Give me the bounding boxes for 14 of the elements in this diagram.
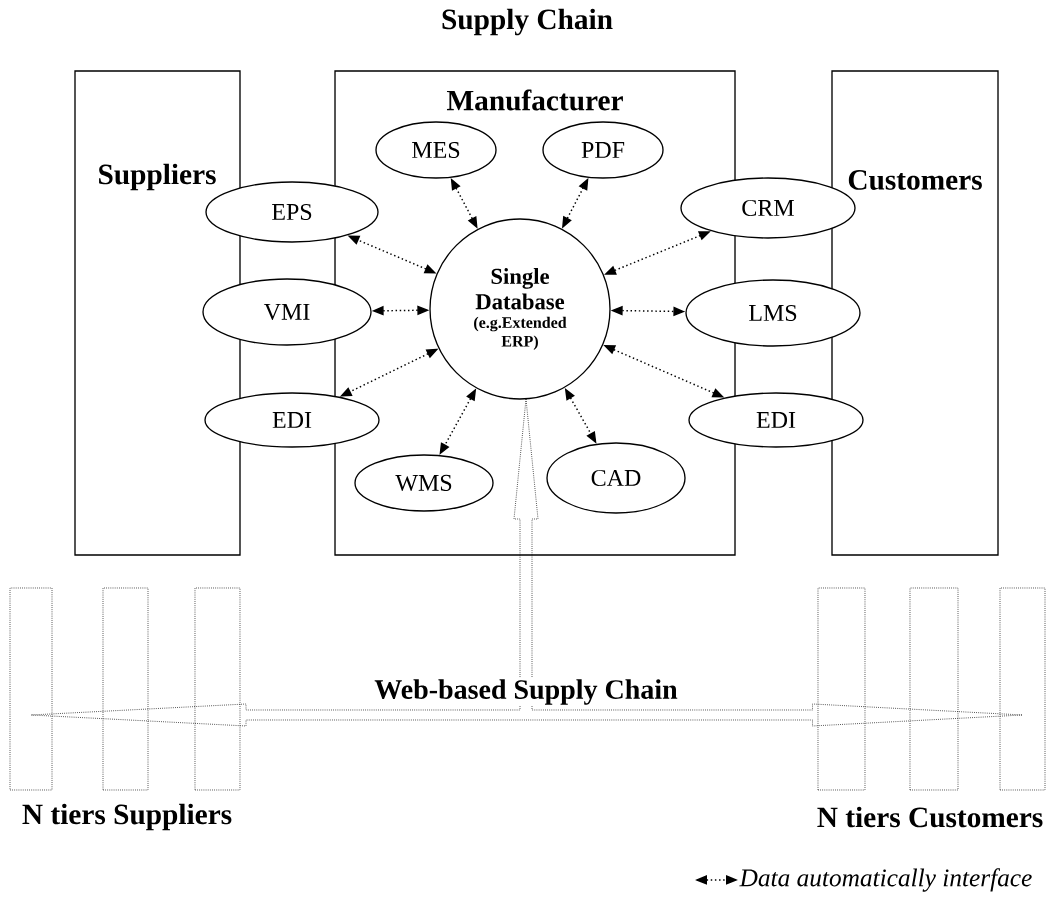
tier-box [817, 587, 866, 791]
tier-label: N tiers Suppliers [22, 803, 232, 831]
tier-box [909, 587, 959, 791]
tier-label: N tiers Customers [817, 806, 1043, 828]
tier-box [102, 587, 149, 791]
tier-box [9, 587, 53, 791]
customers-box: Customers [831, 70, 999, 556]
tier-box [194, 587, 241, 791]
title: Supply Chain [442, 8, 613, 36]
edge-label: Web-based Supply Chain [372, 677, 680, 707]
suppliers-box: Suppliers [74, 70, 241, 556]
tier-box [999, 587, 1046, 791]
legend-text: Data automatically interface [739, 868, 1032, 892]
hollow-arrow [30, 398, 1023, 727]
